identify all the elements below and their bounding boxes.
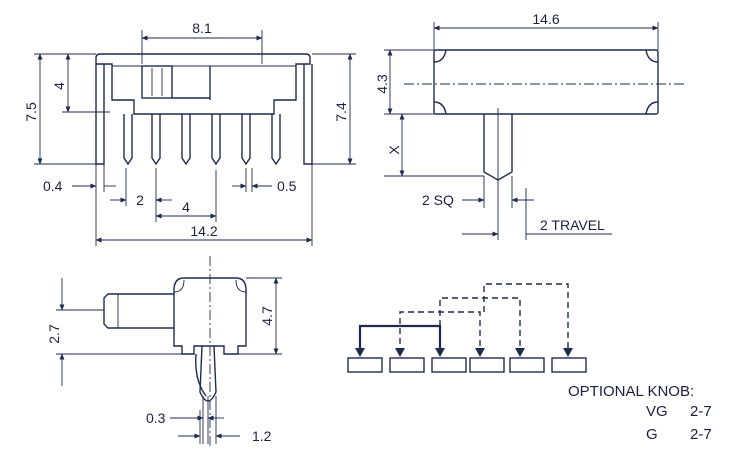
top-view: 14.6 4.3 X 2 SQ 2 TRAVEL <box>374 11 684 240</box>
dim-14-6: 14.6 <box>532 11 559 27</box>
side-body <box>173 277 247 355</box>
terminal-pad <box>431 357 467 373</box>
dim-4-3: 4.3 <box>374 74 390 94</box>
front-mount-leg-right <box>303 64 313 165</box>
travel-label: 2 TRAVEL <box>540 217 605 233</box>
dim-4-7: 4.7 <box>259 306 275 326</box>
terminal-pad <box>551 357 587 373</box>
dim-2-7: 2.7 <box>46 324 62 344</box>
top-body <box>433 49 659 115</box>
knob-code: G <box>646 426 658 443</box>
dim-14-2: 14.2 <box>190 223 217 239</box>
dim-4-span: 4 <box>182 199 190 215</box>
front-housing <box>95 53 311 115</box>
knob-options-title: OPTIONAL KNOB: <box>568 383 694 400</box>
dim-x: X <box>386 145 402 155</box>
dim-4-height: 4 <box>51 82 67 90</box>
terminal-pad <box>509 357 545 373</box>
knob-code: VG <box>646 403 668 420</box>
dim-0-4: 0.4 <box>43 178 63 194</box>
knob-options: OPTIONAL KNOB: VG 2-7 G 2-7 <box>568 383 712 443</box>
front-slider <box>141 65 173 99</box>
side-view: 2.7 4.7 0.3 1.2 <box>46 256 282 446</box>
side-actuator <box>103 293 174 329</box>
knob-range: 2-7 <box>690 426 712 443</box>
dim-0-5: 0.5 <box>277 178 297 194</box>
front-terminals <box>123 114 281 166</box>
dim-7-5: 7.5 <box>23 102 39 122</box>
dim-2-sq: 2 SQ <box>422 192 454 208</box>
knob-range: 2-7 <box>690 403 712 420</box>
side-pin <box>199 345 217 402</box>
front-view: 8.1 7.5 4 7.4 0.4 2 0.5 <box>23 20 356 246</box>
terminal-schematic <box>347 283 587 373</box>
terminal-pad <box>347 357 383 373</box>
terminal-pad <box>389 357 425 373</box>
contact-link-dashed <box>483 283 569 354</box>
dim-7-4: 7.4 <box>333 102 349 122</box>
dim-0-3: 0.3 <box>146 410 166 426</box>
contact-link-solid <box>358 324 442 354</box>
contact-link-dashed <box>439 297 521 354</box>
dim-2-pitch: 2 <box>136 192 144 208</box>
dim-1-2: 1.2 <box>252 428 272 444</box>
dim-8-1: 8.1 <box>192 20 212 36</box>
terminal-pad <box>469 357 505 373</box>
front-mount-leg-left <box>95 64 105 165</box>
